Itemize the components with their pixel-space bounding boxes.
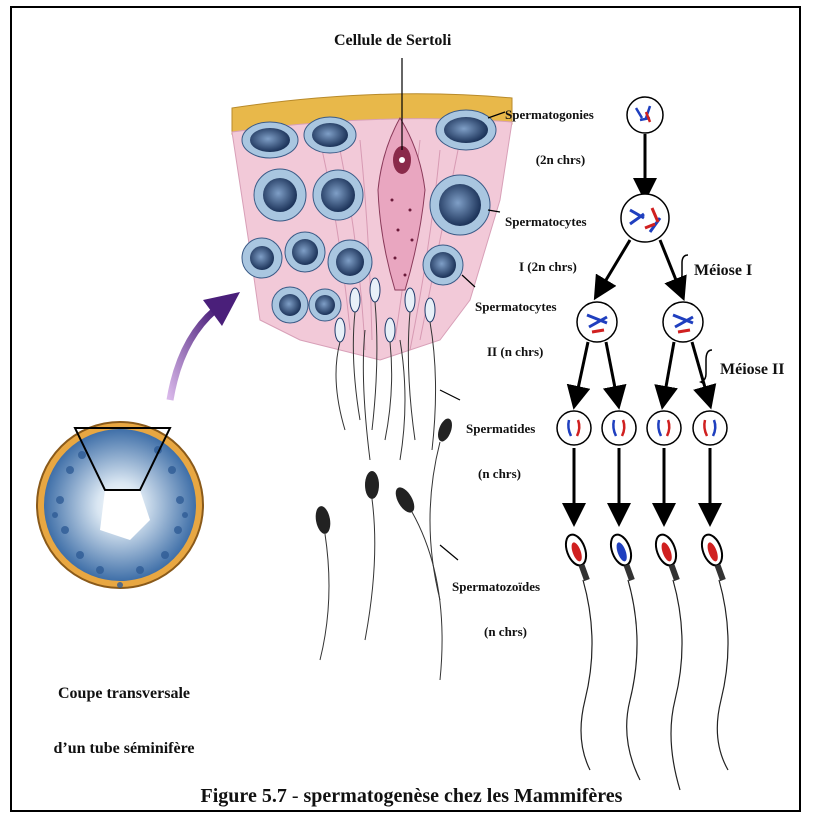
tube-cross-section: [37, 422, 203, 588]
label-sertoli-cell: Cellule de Sertoli: [334, 32, 451, 50]
label-cross-section-line1: Coupe transversale: [34, 685, 214, 703]
label-spermatogonies-line1: Spermatogonies: [505, 108, 594, 123]
label-spermatozoides-line1: Spermatozoïdes: [452, 580, 540, 595]
label-meiose-I: Méiose I: [694, 262, 752, 280]
lineage-spermatozoa: [562, 532, 731, 790]
label-spermatocytes-II: Spermatocytes II (n chrs): [475, 270, 557, 375]
label-spermatocytes-II-line2: II (n chrs): [475, 345, 557, 360]
label-meiose-II: Méiose II: [720, 361, 784, 379]
label-spermatogonies: Spermatogonies (2n chrs): [505, 78, 594, 183]
label-spermatides-line2: (n chrs): [466, 467, 535, 482]
label-spermatozoides-line2: (n chrs): [452, 625, 540, 640]
label-cross-section: Coupe transversale d’un tube séminifère: [34, 648, 214, 777]
label-spermatides: Spermatides (n chrs): [466, 392, 535, 497]
label-spermatocytes-II-line1: Spermatocytes: [475, 300, 557, 315]
caption-text: spermatogenèse chez les Mammifères: [304, 785, 623, 807]
free-spermatozoa: [314, 417, 455, 680]
label-spermatides-line1: Spermatides: [466, 422, 535, 437]
caption-number: Figure 5.7: [201, 785, 287, 807]
figure-caption: Figure 5.7 - spermatogenèse chez les Mam…: [0, 762, 813, 808]
zoom-arrow: [170, 292, 240, 400]
label-spermatogonies-line2: (2n chrs): [505, 153, 594, 168]
label-cross-section-line2: d’un tube séminifère: [34, 740, 214, 758]
label-spermatocytes-I-line1: Spermatocytes: [505, 215, 587, 230]
caption-separator: -: [287, 785, 304, 807]
label-spermatozoides: Spermatozoïdes (n chrs): [452, 550, 540, 655]
